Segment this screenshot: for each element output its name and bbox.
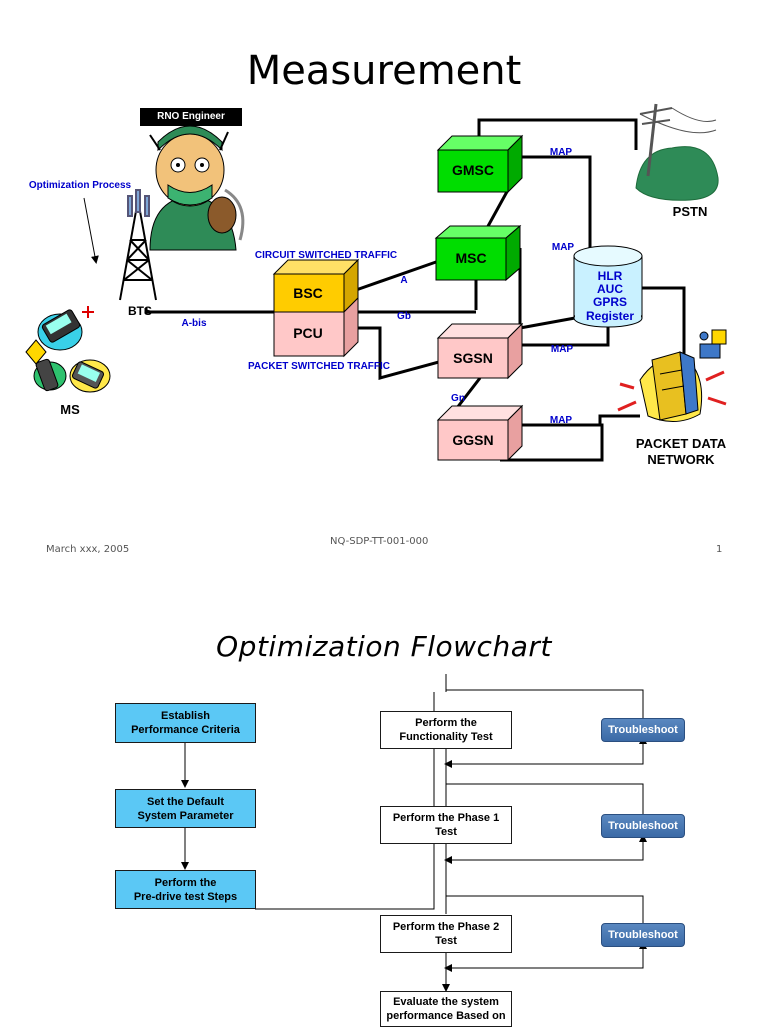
step-establish-performance-criteria: Establish Performance Criteria <box>115 703 256 743</box>
rno-engineer-badge: RNO Engineer <box>140 108 242 126</box>
step-evaluate-system-performance: Evaluate the system performance Based on <box>380 991 512 1027</box>
bsc-label: BSC <box>293 285 323 301</box>
step-functionality-test: Perform the Functionality Test <box>380 711 512 749</box>
map-label-ggsn: MAP <box>550 415 573 426</box>
map-label-msc: MAP <box>552 242 575 253</box>
pcu-label: PCU <box>293 325 323 341</box>
bts-label: BTS <box>128 304 152 318</box>
rno-engineer-illustration <box>138 125 245 256</box>
ggsn-label: GGSN <box>452 432 493 448</box>
hlr-database-cylinder <box>573 245 643 328</box>
msc-node <box>434 224 522 282</box>
step-phase-2-test: Perform the Phase 2 Test <box>380 915 512 953</box>
pcu-node <box>273 296 359 358</box>
footer-doc-id: NQ-SDP-TT-001-000 <box>330 536 429 547</box>
troubleshoot-box-1: Troubleshoot <box>601 718 685 742</box>
step-pre-drive-test: Perform the Pre-drive test Steps <box>115 870 256 909</box>
optimization-arrow <box>83 197 99 264</box>
ggsn-node <box>436 404 524 462</box>
gmsc-label: GMSC <box>452 162 494 178</box>
pstn-illustration <box>635 103 719 201</box>
bts-tower-icon <box>119 189 157 301</box>
msc-label: MSC <box>455 250 486 266</box>
a-interface-label: A <box>400 275 407 286</box>
gmsc-node <box>436 134 524 194</box>
slide-title-flowchart: Optimization Flowchart <box>216 630 552 663</box>
slide-title-measurement: Measurement <box>246 48 522 94</box>
map-label-gmsc: MAP <box>550 147 573 158</box>
optimization-process-label: Optimization Process <box>29 180 132 191</box>
connection-lines <box>144 118 686 462</box>
gprs-label: GPRS <box>593 295 627 309</box>
register-label: Register <box>586 309 634 323</box>
hlr-label: HLR <box>598 269 623 283</box>
troubleshoot-box-3: Troubleshoot <box>601 923 685 947</box>
pdn-label-line1: PACKET DATA <box>636 436 727 451</box>
footer-page-number: 1 <box>716 544 723 555</box>
step-phase-1-test: Perform the Phase 1 Test <box>380 806 512 844</box>
step-set-default-system-parameter: Set the Default System Parameter <box>115 789 256 828</box>
abis-label: A-bis <box>182 318 207 329</box>
packet-data-network-illustration <box>617 329 727 422</box>
gb-interface-label: Gb <box>397 311 411 322</box>
flowchart-connectors <box>181 674 647 992</box>
troubleshoot-box-2: Troubleshoot <box>601 814 685 838</box>
slide-separator <box>0 568 768 584</box>
pdn-label-line2: NETWORK <box>647 452 715 467</box>
ms-label: MS <box>60 402 80 417</box>
packet-switched-label: PACKET SWITCHED TRAFFIC <box>248 361 390 372</box>
footer-date: March xxx, 2005 <box>46 544 130 555</box>
map-label-sgsn: MAP <box>551 344 574 355</box>
sgsn-label: SGSN <box>453 350 493 366</box>
mobile-phones-icon <box>25 306 111 393</box>
bsc-node <box>272 258 360 314</box>
network-diagram: Optimization Process MS PSTN <box>25 103 727 467</box>
auc-label: AUC <box>597 282 623 296</box>
sgsn-node <box>436 322 524 380</box>
gn-interface-label: Gn <box>451 393 465 404</box>
pstn-label: PSTN <box>673 204 708 219</box>
circuit-switched-label: CIRCUIT SWITCHED TRAFFIC <box>255 250 397 261</box>
